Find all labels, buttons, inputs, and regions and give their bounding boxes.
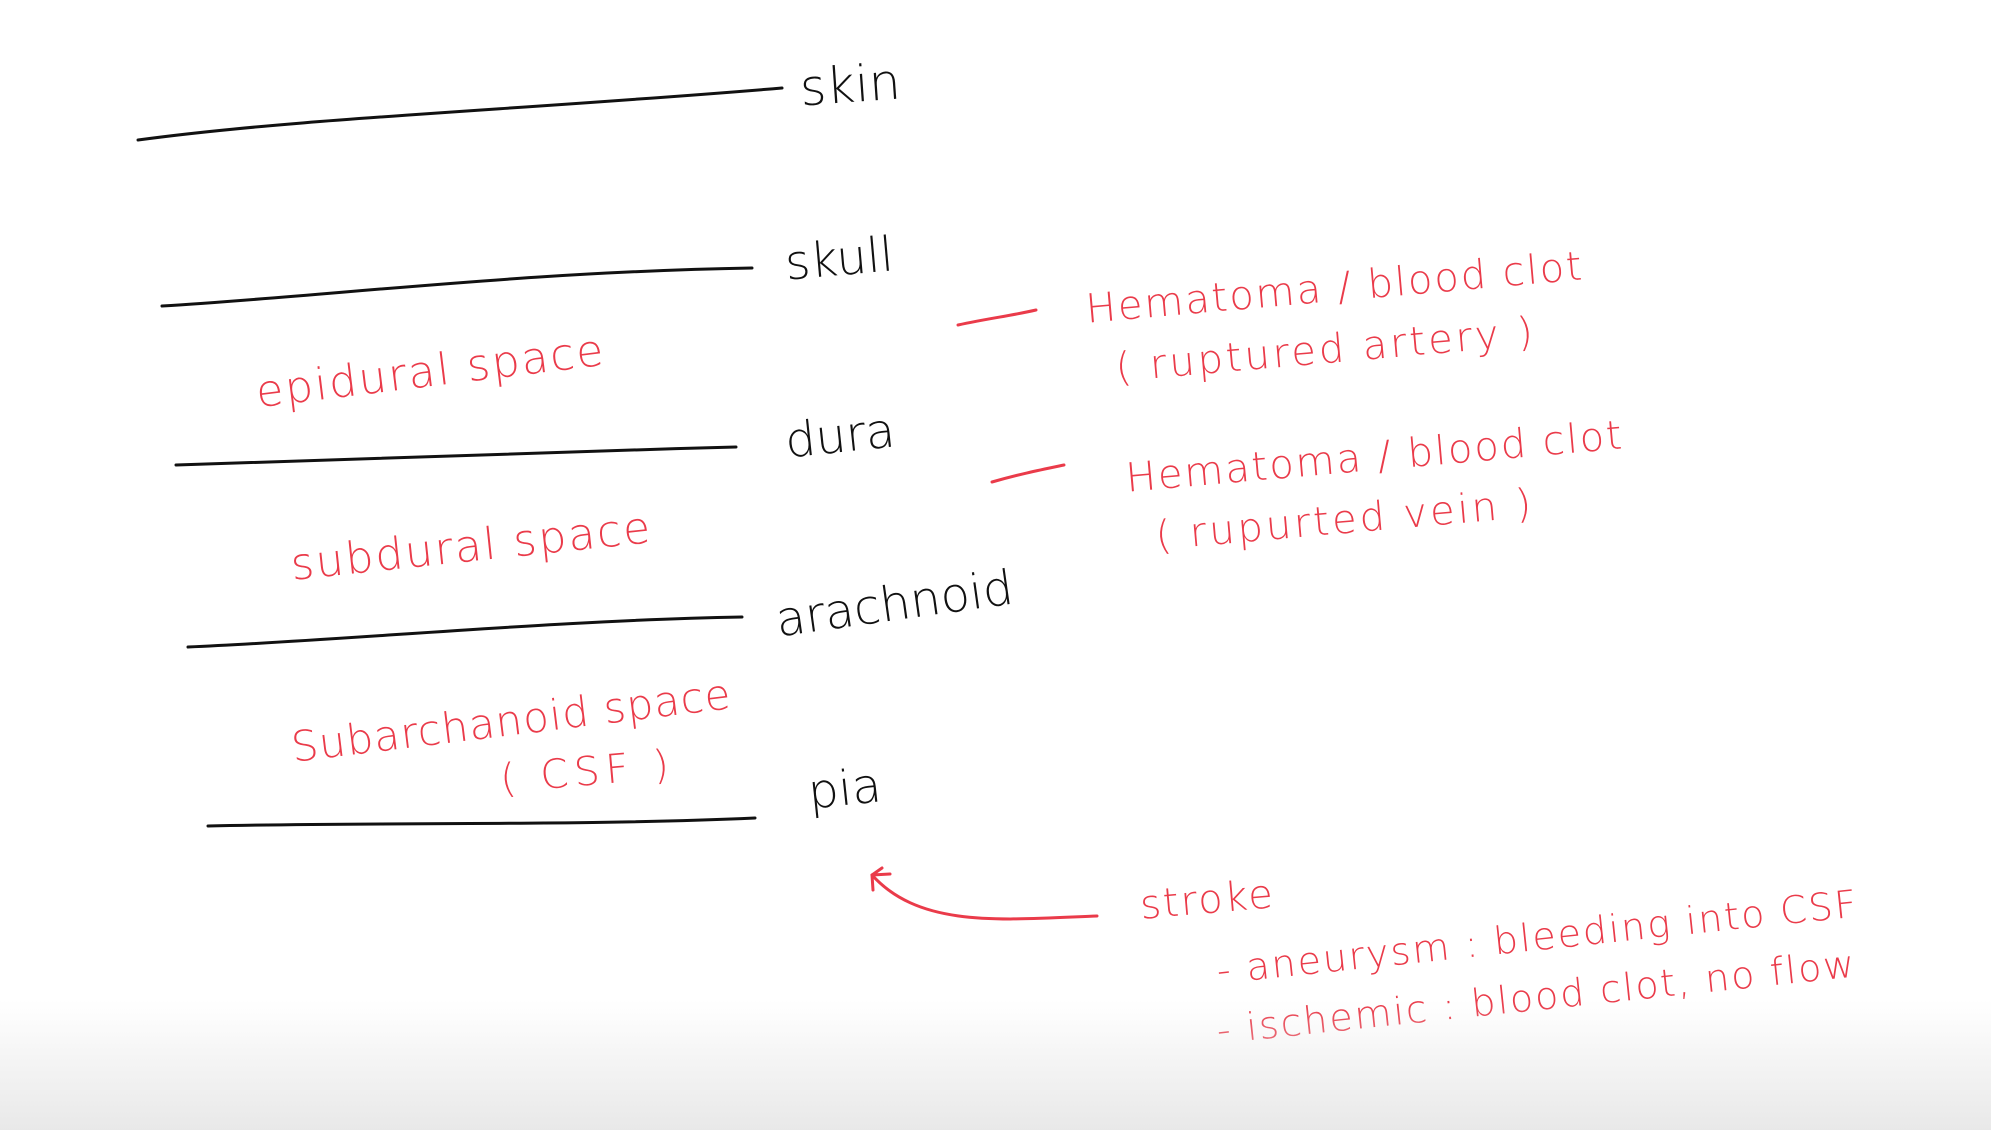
pia-label: pia: [805, 757, 884, 821]
dura-label: dura: [782, 402, 898, 470]
skin-line: [136, 86, 784, 142]
pia-line: [206, 816, 757, 828]
arachnoid-line: [186, 615, 744, 649]
subdural-connector: [990, 463, 1066, 484]
epidural-connector: [956, 308, 1038, 327]
stroke-arrowhead: [870, 866, 892, 892]
skull-label: skull: [782, 226, 896, 292]
stroke-arrow: [870, 873, 1099, 921]
stroke-note-title: stroke: [1138, 871, 1277, 929]
dura-line: [174, 445, 738, 467]
skin-label: skin: [798, 52, 903, 118]
skull-line: [160, 266, 754, 308]
bottom-shadow: [0, 1000, 1991, 1130]
